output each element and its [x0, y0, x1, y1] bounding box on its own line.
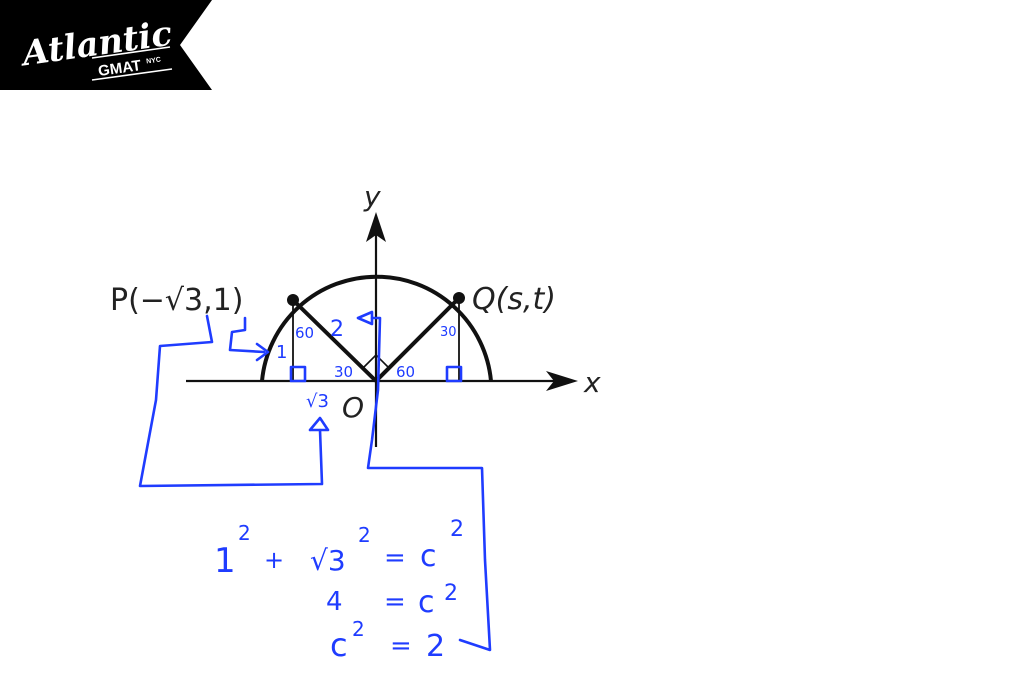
y-axis-label: y — [363, 180, 381, 213]
eq1-exp-1: 2 — [238, 521, 251, 545]
angle-label-30-left: 30 — [334, 363, 353, 381]
radius-oq — [374, 296, 461, 383]
right-angle-square-left — [289, 365, 307, 383]
eq1-term-2: √3 — [310, 544, 346, 577]
arrow-to-side-1-icon — [255, 342, 270, 362]
right-angle-square-right — [445, 365, 463, 383]
eq2-exp-rhs: 2 — [444, 581, 458, 606]
eq1-exp-rhs: 2 — [450, 517, 464, 542]
eq2-equals: = — [384, 587, 406, 617]
eq2-lhs: 4 — [326, 587, 343, 617]
right-angle-mark-origin — [362, 353, 390, 369]
angle-label-60-right: 60 — [396, 363, 415, 381]
eq3-rhs: 2 — [426, 629, 445, 664]
logo-rule-bottom — [91, 68, 173, 81]
origin-label: O — [342, 391, 364, 424]
side-label-root3: √3 — [306, 391, 329, 412]
side-label-1: 1 — [276, 342, 287, 363]
eq1-plus: + — [264, 546, 284, 574]
logo-banner — [0, 0, 212, 90]
bracket-p-to-side-1 — [228, 316, 266, 354]
arrow-to-hypotenuse-icon — [356, 310, 374, 326]
point-p — [287, 294, 299, 306]
bracket-p-to-root3 — [138, 314, 324, 488]
logo-rule-top — [91, 46, 171, 59]
eq1-term-1: 1 — [214, 541, 236, 581]
radius-op — [291, 298, 378, 383]
semicircle — [260, 274, 493, 382]
atlantic-gmat-logo: Atlantic GMAT NYC — [0, 0, 212, 90]
eq1-rhs: c — [420, 539, 437, 574]
y-axis-arrow-icon — [366, 212, 386, 242]
pythagorean-equations: 1 2 + √3 2 = c 2 4 = c 2 c 2 = 2 — [214, 517, 464, 664]
point-q — [453, 292, 465, 304]
x-axis-label: x — [583, 366, 601, 399]
eq2-rhs: c — [418, 585, 435, 620]
angle-label-60-left: 60 — [295, 324, 314, 342]
point-q-label: Q(s,t) — [472, 282, 556, 317]
bracket-hypotenuse-to-equation — [366, 316, 492, 652]
point-p-label: P(−√3,1) — [110, 283, 243, 318]
x-axis-arrow-icon — [546, 371, 578, 391]
handwritten-annotations: 60 30 1 2 √3 30 60 1 2 + √3 2 = c 2 4 = … — [138, 310, 492, 664]
axes: x y O — [186, 180, 601, 447]
logo-nyc-text: NYC — [146, 57, 162, 66]
hypotenuse-label-2: 2 — [330, 317, 344, 342]
eq3-lhs: c — [330, 626, 348, 664]
angle-label-30-right: 30 — [440, 325, 457, 340]
eq3-equals: = — [390, 631, 412, 661]
eq3-exp-lhs: 2 — [352, 617, 365, 641]
eq1-equals: = — [384, 543, 406, 573]
arrow-to-root3-icon — [308, 416, 330, 432]
eq1-exp-2: 2 — [358, 523, 371, 547]
